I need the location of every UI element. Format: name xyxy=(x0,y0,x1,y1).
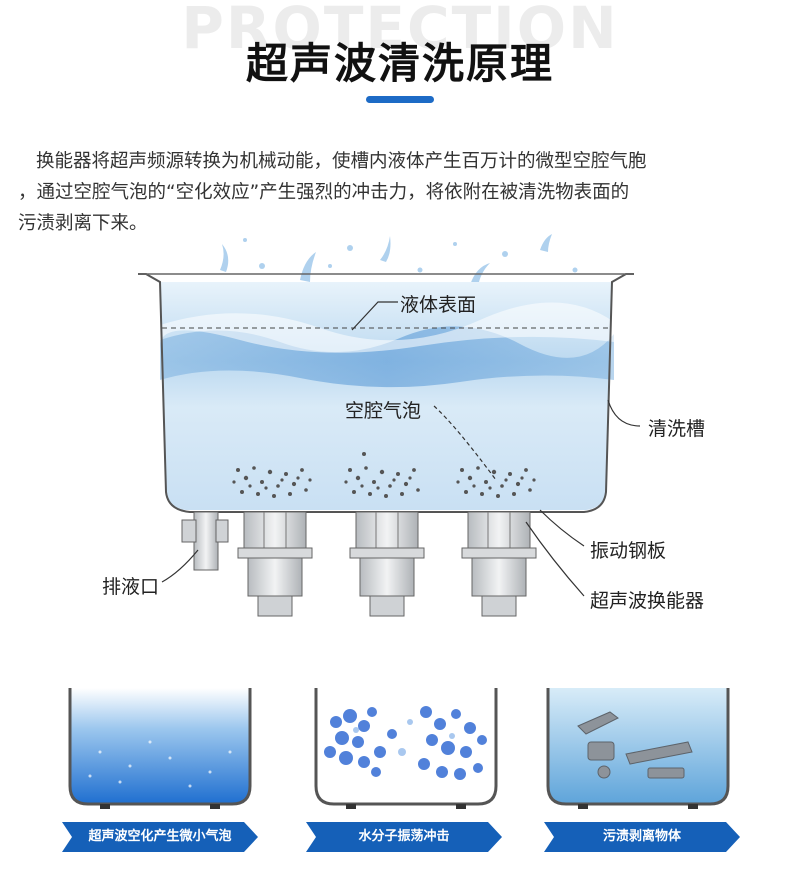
step-1-label: 超声波空化产生微小气泡 xyxy=(88,829,232,844)
leader-cavity-bubble xyxy=(433,405,497,481)
bubble-cluster-left xyxy=(232,466,312,498)
page-title: 超声波清洗原理 xyxy=(245,39,554,88)
transducer-middle xyxy=(349,511,425,617)
description-line: 污渍剥离下来。 xyxy=(18,213,148,234)
drain-valve xyxy=(181,511,229,571)
step-1-banner: 超声波空化产生微小气泡 xyxy=(62,822,258,852)
ultrasonic-tank-diagram xyxy=(138,234,641,617)
transducer-left xyxy=(237,511,313,617)
description-line: ，通过空腔气泡的“空化效应”产生强烈的冲击力，将依附在被清洗物表面的 xyxy=(18,182,630,203)
metal-parts xyxy=(577,711,693,779)
leader-vibration-plate xyxy=(539,509,585,547)
leader-transducer xyxy=(525,521,585,597)
step-3-label: 污渍剥离物体 xyxy=(602,829,681,844)
label-cavity-bubble: 空腔气泡 xyxy=(345,400,422,422)
step-2-beaker xyxy=(314,688,498,809)
step-3-beaker xyxy=(546,688,730,809)
step-1-beaker xyxy=(68,688,252,809)
label-tank: 清洗槽 xyxy=(648,418,706,440)
leader-liquid-surface xyxy=(351,301,398,331)
step-2-label: 水分子振荡冲击 xyxy=(358,829,450,844)
label-transducer: 超声波换能器 xyxy=(590,590,705,612)
label-vibration-plate: 振动钢板 xyxy=(590,540,667,562)
step-3-banner: 污渍剥离物体 xyxy=(544,822,740,852)
bubble-cluster-middle xyxy=(344,452,420,498)
description-paragraph: 换能器将超声频源转换为机械动能，使槽内液体产生百万计的微型空腔气胞 ，通过空腔气… xyxy=(18,146,788,239)
label-drain: 排液口 xyxy=(102,576,160,598)
description-line: 换能器将超声频源转换为机械动能，使槽内液体产生百万计的微型空腔气胞 xyxy=(36,151,647,172)
leader-tank xyxy=(607,399,641,427)
bubble-cluster-right xyxy=(456,466,536,498)
label-liquid-surface: 液体表面 xyxy=(400,294,477,316)
transducer-right xyxy=(461,511,537,617)
leader-drain xyxy=(161,549,199,583)
molecule-cluster xyxy=(324,706,487,780)
step-2-banner: 水分子振荡冲击 xyxy=(306,822,502,852)
background-watermark-word: PROTECTION xyxy=(181,0,619,62)
title-underline xyxy=(366,96,434,103)
water-splash xyxy=(220,234,578,287)
